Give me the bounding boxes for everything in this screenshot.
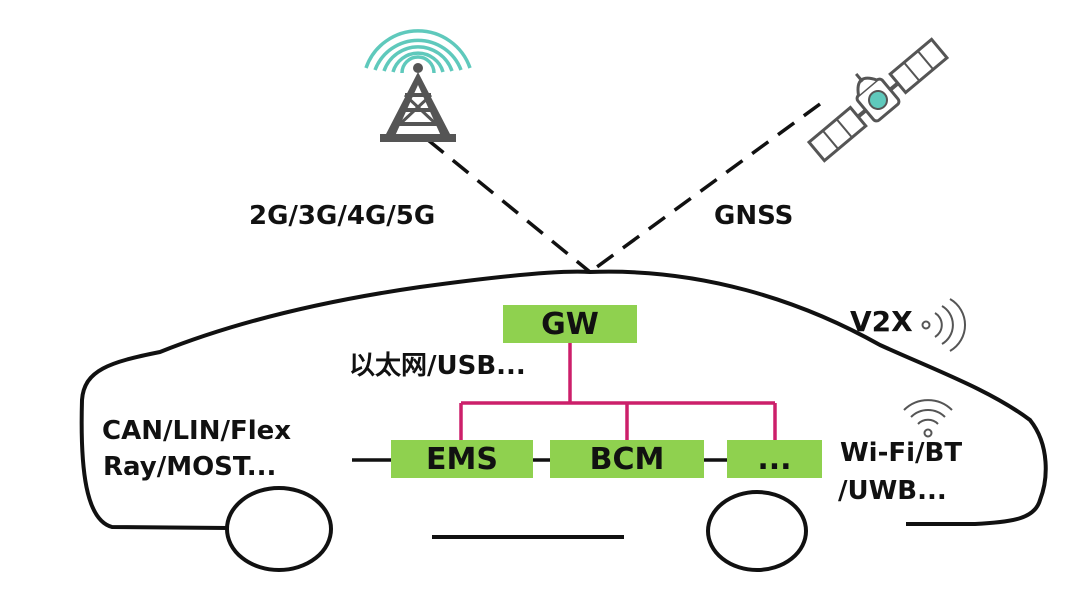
bcm-node: BCM: [550, 440, 704, 478]
more-node: ...: [727, 440, 822, 478]
ems-node: EMS: [391, 440, 533, 478]
car-body-outline: [79, 269, 1048, 530]
front-wheel: [225, 486, 333, 572]
cellular-link-dashed: [426, 138, 592, 274]
wifi-icon: [903, 399, 953, 438]
gnss-link-dashed: [588, 102, 822, 274]
bus-label-line1: CAN/LIN/Flex: [102, 416, 292, 446]
wireless-label-line2: /UWB...: [838, 476, 947, 506]
cellular-label: 2G/3G/4G/5G: [249, 201, 436, 231]
v2x-label: V2X: [850, 305, 913, 338]
cell-tower-icon: [364, 29, 472, 142]
wireless-label-line1: Wi-Fi/BT: [840, 438, 963, 468]
ethernet-label: 以太网/USB...: [349, 351, 526, 381]
rear-wheel: [706, 490, 808, 572]
gateway-node: GW: [503, 305, 637, 343]
bus-label-line2: Ray/MOST...: [103, 452, 277, 482]
radio-waves-icon: [921, 298, 967, 352]
satellite-icon: [806, 37, 950, 163]
gnss-label: GNSS: [714, 201, 794, 231]
